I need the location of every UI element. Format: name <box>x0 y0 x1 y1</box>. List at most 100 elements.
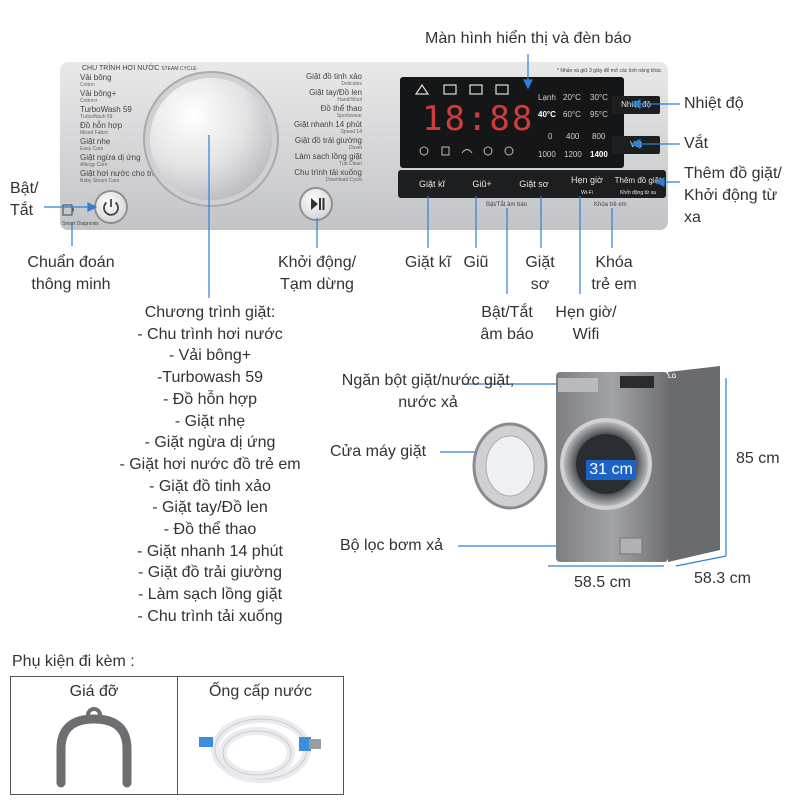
program-header: CHU TRÌNH HƠI NƯỚC STEAM CYCLE <box>82 64 197 74</box>
callout-detergent-drawer: Ngăn bột giặt/nước giặt, nước xả <box>341 372 515 411</box>
callout-rinse: Giũ <box>463 254 489 271</box>
timer-button-label: Hẹn giờ <box>571 175 603 185</box>
timer-button-sub: Wi-Fi <box>581 190 593 196</box>
function-indicator-icons <box>419 146 514 156</box>
intensive-button[interactable]: Giặt kĩ <box>418 179 445 189</box>
program-list-item: - Giặt nhẹ <box>174 412 246 430</box>
program-list-item: - Vải bông+ <box>168 347 252 365</box>
inlet-hose-icon <box>199 715 321 783</box>
callout-prewash: Giặt sơ <box>525 254 555 293</box>
spin-option: 400 <box>566 132 580 141</box>
hose-holder-icon <box>56 707 132 788</box>
temp-option: 30°C <box>590 93 608 102</box>
spin-option: 800 <box>592 132 606 141</box>
add-item-button-label: Thêm đồ giặt <box>614 176 662 185</box>
program-header-sub: STEAM CYCLE <box>161 66 197 72</box>
power-button[interactable] <box>96 192 126 222</box>
washing-machine-illustration <box>556 366 720 562</box>
program-dial[interactable] <box>150 78 272 200</box>
callout-door: Cửa máy giặt <box>330 443 427 460</box>
callout-temperature: Nhiệt độ <box>684 95 744 112</box>
callout-smart-diagnosis: Chuẩn đoán thông minh <box>27 254 115 293</box>
callout-display: Màn hình hiển thị và đèn báo <box>425 30 632 47</box>
accessories-title: Phụ kiện đi kèm : <box>12 653 135 670</box>
program-list-item: - Giặt ngừa dị ứng <box>144 434 276 452</box>
callout-spin: Vắt <box>684 135 709 152</box>
program-list-item: - Giặt nhanh 14 phút <box>137 542 283 560</box>
accessory-hose-holder-label: Giá đỡ <box>69 683 119 700</box>
temp-option: 60°C <box>563 110 581 119</box>
program-list-item: - Giặt tay/Đồ len <box>152 499 268 517</box>
display-note: * Nhấn và giữ 3 giây để mở các tính năng… <box>557 68 662 74</box>
width-dimension: 58.5 cm <box>574 574 631 591</box>
rinse-plus-button[interactable]: Giũ+ <box>472 179 492 189</box>
callout-beep: Bật/Tắt âm báo <box>480 304 534 343</box>
lcd-display: 18:88 Lạnh 20°C 30°C 40°C 60°C 95°C 0 40… <box>400 77 624 168</box>
smart-diagnosis-mark: Smart Diagnosis <box>62 203 99 227</box>
program-list-item: - Làm sạch lồng giặt <box>137 586 283 604</box>
door-diameter-label: 31 cm <box>586 460 636 480</box>
program-list-item: - Giặt hơi nước đồ trẻ em <box>119 455 301 473</box>
program-header-label: CHU TRÌNH HƠI NƯỚC <box>82 65 160 72</box>
height-dimension: 85 cm <box>736 450 780 467</box>
callout-power: Bật/ Tắt <box>10 180 39 219</box>
temp-option: 95°C <box>590 110 608 119</box>
prewash-button[interactable]: Giặt sơ <box>519 179 549 189</box>
machine-brand-logo: LG <box>668 374 677 380</box>
function-button-row: Giặt kĩ Giũ+ Giặt sơ Hẹn giờ Wi-Fi Thêm … <box>398 170 666 198</box>
add-item-button[interactable]: Thêm đồ giặt Khởi động từ xa <box>612 175 664 196</box>
callout-intensive: Giặt kĩ <box>404 254 452 271</box>
smart-diagnosis-icon <box>62 204 74 216</box>
play-pause-icon <box>311 198 325 210</box>
cycle-status-icons <box>414 83 509 95</box>
program-list-item: - Giặt đồ tinh xảo <box>149 477 271 495</box>
program-label: Vải bông+Cotton+ <box>80 89 117 104</box>
temp-option: 20°C <box>563 93 581 102</box>
program-list: Chương trình giặt: - Chu trình hơi nước … <box>100 302 320 628</box>
spin-option: 1000 <box>538 150 556 159</box>
program-list-item: - Chu trình hơi nước <box>137 325 283 343</box>
timer-button[interactable]: Hẹn giờ Wi-Fi <box>564 175 610 196</box>
callout-drain-filter: Bộ lọc bơm xả <box>340 537 443 554</box>
program-list-title: Chương trình giặt: <box>144 304 276 321</box>
callout-start-pause: Khởi động/ Tạm dừng <box>277 254 357 293</box>
time-digits: 18:88 <box>422 99 535 139</box>
program-list-item: - Đồ thể thao <box>163 521 257 539</box>
start-pause-button[interactable] <box>301 189 331 219</box>
program-list-item: - Đồ hỗn hợp <box>162 390 258 408</box>
temp-option: Lạnh <box>538 93 556 102</box>
child-lock-hint: Khóa trẻ em <box>594 202 627 208</box>
callout-timer: Hẹn giờ/ Wifi <box>555 304 617 343</box>
accessory-inlet-hose-label: Ống cấp nước <box>208 683 313 700</box>
beep-hint: Bật/Tắt âm báo <box>486 202 528 208</box>
program-list-item: -Turbowash 59 <box>156 369 264 387</box>
callout-add-item: Thêm đồ giặt/ Khởi động từ xa <box>684 165 782 226</box>
program-list-item: - Chu trình tải xuống <box>137 607 283 625</box>
program-list-item: - Giặt đồ trải giường <box>138 564 282 582</box>
smart-diagnosis-label: Smart Diagnosis <box>62 221 99 227</box>
power-icon <box>103 199 119 216</box>
spin-option: 0 <box>548 132 553 141</box>
add-item-button-sub: Khởi động từ xa <box>620 190 656 196</box>
temp-option-selected: 40°C <box>538 110 556 119</box>
callout-child-lock: Khóa trẻ em <box>591 254 637 293</box>
open-door-illustration <box>472 422 548 510</box>
spin-option: 1200 <box>564 150 582 159</box>
spin-option-selected: 1400 <box>590 150 608 159</box>
